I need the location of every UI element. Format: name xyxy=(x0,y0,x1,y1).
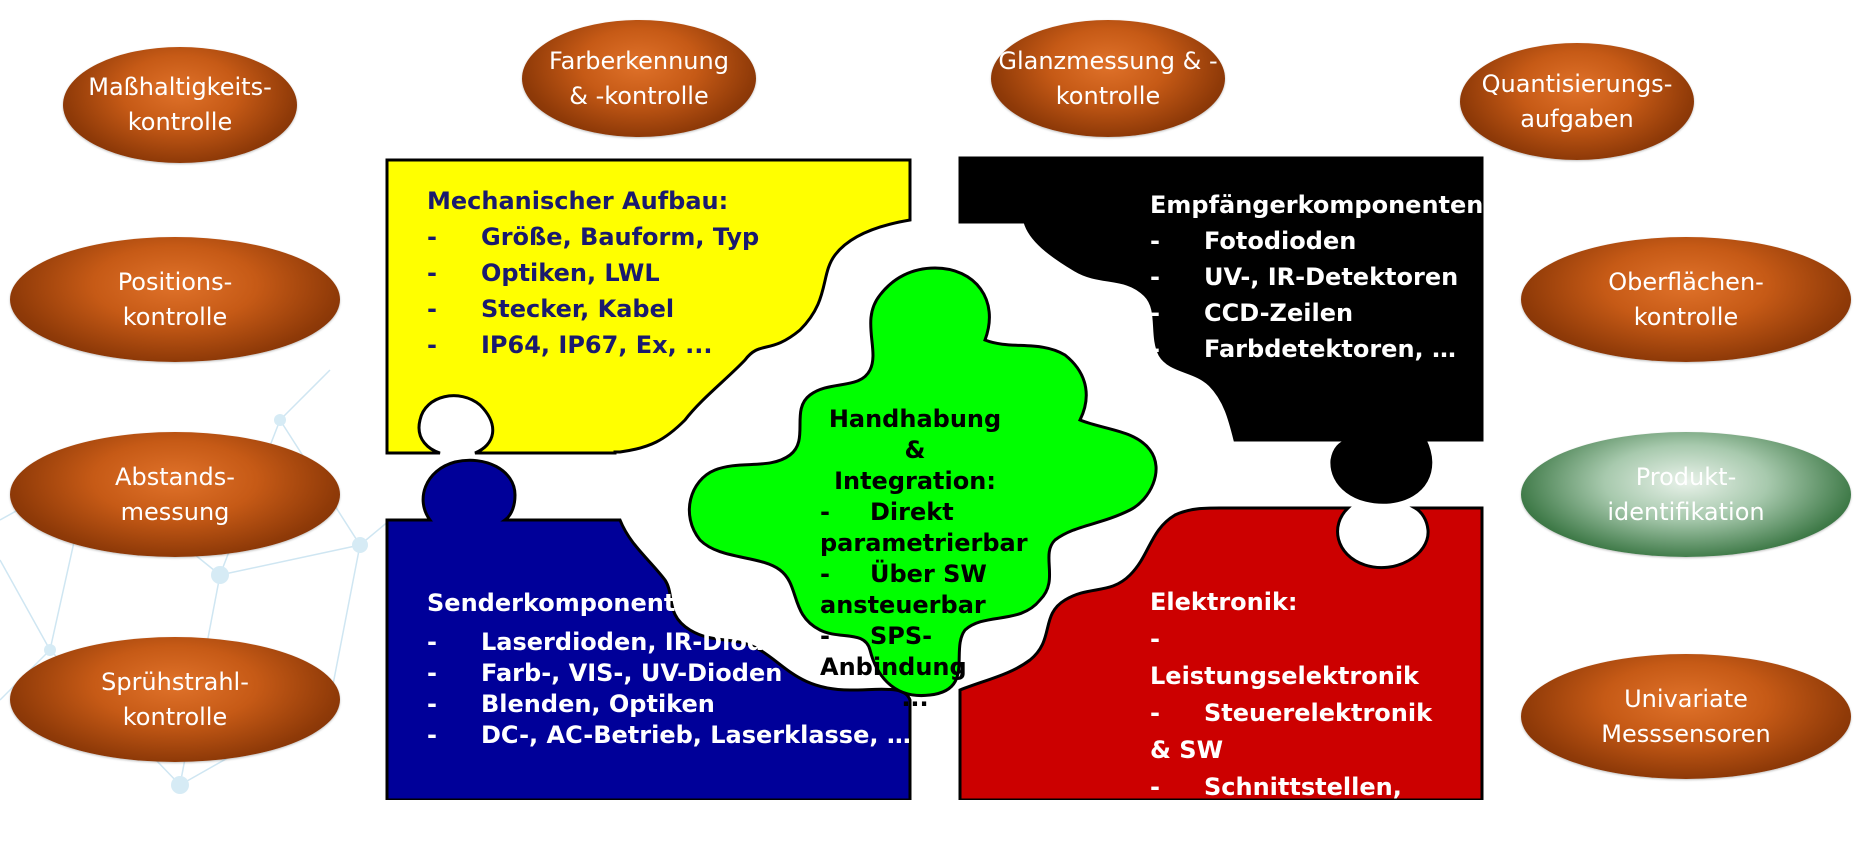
ellipse-univariate-messsensoren: Univariate Messsensoren xyxy=(1521,654,1851,779)
mechanisch-title: Mechanischer Aufbau: xyxy=(427,187,729,215)
mechanisch-item: -Stecker, Kabel xyxy=(427,295,675,323)
puzzle-diagram xyxy=(385,156,1484,800)
handhabung-text: Handhabung & Integration: -Direkt parame… xyxy=(820,404,1028,714)
ellipse-label: Maßhaltigkeits- kontrolle xyxy=(88,73,272,136)
empfaenger-item: -Farbdetektoren, … xyxy=(1150,335,1456,363)
ellipse-farberkennung: Farberkennung & -kontrolle xyxy=(522,20,756,137)
ellipse-label: Produkt- identifikation xyxy=(1607,462,1765,526)
puzzle-piece-mechanisch xyxy=(385,158,912,455)
elektronik-title: Elektronik: xyxy=(1150,588,1298,616)
elektronik-item: -Steuerelektronik & SW xyxy=(1150,699,1433,764)
elektronik-text: Elektronik: -Leistungselektronik -Steuer… xyxy=(1150,584,1450,843)
ellipse-produktidentifikation: Produkt- identifikation xyxy=(1521,432,1851,557)
handhabung-title: Handhabung & Integration: xyxy=(828,405,1002,495)
ellipse-label: Quantisierungs- aufgaben xyxy=(1481,69,1673,133)
ellipse-label: Abstands- messung xyxy=(115,462,235,526)
ellipse-spruehstrahlkontrolle: Sprühstrahl- kontrolle xyxy=(10,637,340,762)
elektronik-item: -Schnittstellen, I/O, D/A xyxy=(1150,773,1402,838)
mechanisch-item: -Optiken, LWL xyxy=(427,259,660,287)
ellipse-label: Univariate Messsensoren xyxy=(1601,684,1771,748)
empfaenger-item: -UV-, IR-Detektoren xyxy=(1150,263,1459,291)
sender-item: -DC-, AC-Betrieb, Laserklasse, … xyxy=(427,721,911,749)
mechanisch-item: -Größe, Bauform, Typ xyxy=(427,223,760,251)
handhabung-item: -Über SW ansteuerbar xyxy=(820,560,987,619)
ellipse-label: Oberflächen- kontrolle xyxy=(1608,267,1764,331)
puzzle-piece-handhabung xyxy=(687,266,1158,697)
sender-item: -Laserdioden, IR-Dioden xyxy=(427,628,798,656)
handhabung-item: -Direkt parametrierbar xyxy=(820,498,1028,557)
sender-item: -Blenden, Optiken xyxy=(427,690,715,718)
ellipse-oberflaechenkontrolle: Oberflächen- kontrolle xyxy=(1521,237,1851,362)
ellipse-label: Sprühstrahl- kontrolle xyxy=(101,667,249,731)
ellipse-label: Farberkennung & -kontrolle xyxy=(549,46,729,110)
empfaenger-title: Empfängerkomponenten: xyxy=(1150,191,1493,219)
ellipse-masshaltigkeitskontrolle: Maßhaltigkeits- kontrolle xyxy=(63,47,297,163)
puzzle-piece-empfaenger xyxy=(958,156,1484,504)
elektronik-item: -Leistungselektronik xyxy=(1150,625,1420,690)
empfaenger-item: -Fotodioden xyxy=(1150,227,1357,255)
ellipse-positionskontrolle: Positions- kontrolle xyxy=(10,237,340,362)
ellipse-abstandsmessung: Abstands- messung xyxy=(10,432,340,557)
empfaenger-item: -CCD-Zeilen xyxy=(1150,299,1354,327)
handhabung-item: -SPS-Anbindung xyxy=(820,622,967,681)
puzzle-piece-elektronik xyxy=(958,506,1484,800)
puzzle-piece-sender xyxy=(385,458,912,800)
ellipse-glanzmessung: Glanzmessung & - kontrolle xyxy=(991,20,1225,137)
sender-item: -Farb-, VIS-, UV-Dioden xyxy=(427,659,783,687)
handhabung-more: ... xyxy=(901,684,929,712)
empfaenger-text: Empfängerkomponenten: -Fotodioden -UV-, … xyxy=(1150,187,1493,367)
ellipse-label: Glanzmessung & - kontrolle xyxy=(998,46,1218,110)
ellipse-quantisierungsaufgaben: Quantisierungs- aufgaben xyxy=(1460,43,1694,160)
sender-text: Senderkomponenten: -Laserdioden, IR-Diod… xyxy=(427,588,911,751)
mechanisch-item: -IP64, IP67, Ex, ... xyxy=(427,331,713,359)
sender-title: Senderkomponenten: xyxy=(427,589,719,617)
mechanisch-text: Mechanischer Aufbau: -Größe, Bauform, Ty… xyxy=(427,183,759,363)
ellipse-label: Positions- kontrolle xyxy=(117,267,233,331)
